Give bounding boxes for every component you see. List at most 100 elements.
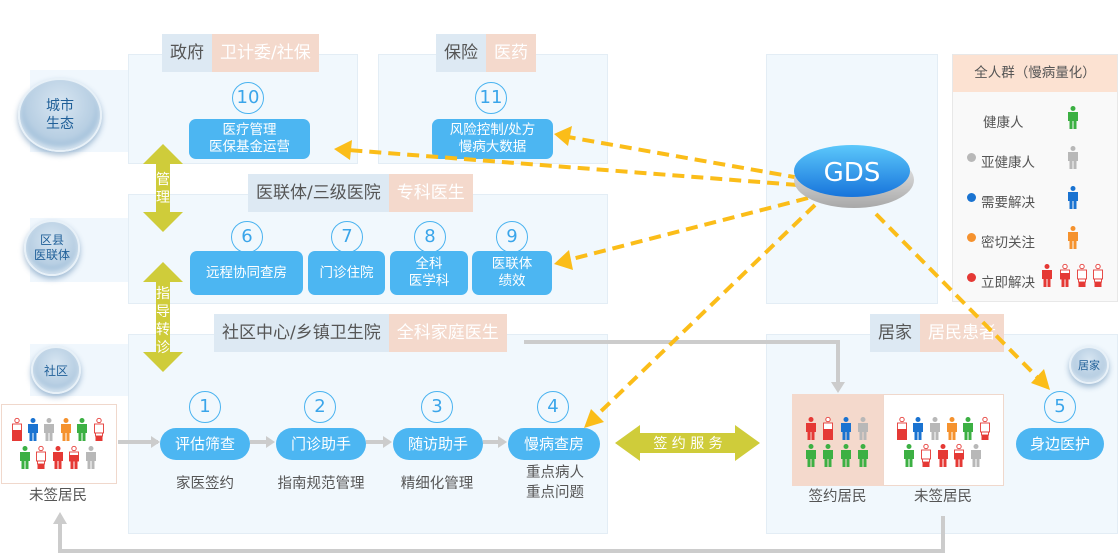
gds-dashed-links	[347, 135, 1042, 420]
person-figure-icon	[1068, 106, 1078, 129]
gds-link-community	[592, 203, 817, 420]
person-figure-icon	[20, 446, 30, 469]
gds-link-insurance	[567, 135, 801, 180]
legend-dot-icon	[967, 153, 976, 162]
arrowhead-icon	[383, 436, 392, 448]
gov-tab-secondary: 卫计委/社保	[212, 34, 319, 72]
gds-link-home	[874, 212, 1042, 382]
legend-label: 亚健康人	[981, 155, 1035, 171]
legend-item-subhealthy: 亚健康人	[953, 139, 1117, 179]
home-tab-primary: 居家	[870, 314, 920, 352]
level-city-badge: 城市 生态	[18, 78, 102, 152]
person-figure-icon	[1077, 263, 1087, 287]
sign-service-label: 签 约 服 务	[653, 435, 722, 452]
person-figure-icon	[53, 446, 63, 469]
insurance-function-line2: 慢病大数据	[458, 139, 527, 155]
hospital-tab-secondary: 专科医生	[388, 174, 473, 212]
level-county-badge: 区县 医联体	[24, 220, 80, 276]
gds-button[interactable]: GDS	[794, 145, 914, 208]
gov-function-line2: 医保基金运营	[209, 139, 290, 155]
signed-residents-box	[792, 394, 883, 486]
person-figure-icon	[913, 417, 923, 440]
step-number-4: 4	[537, 391, 569, 423]
gov-function-box[interactable]: 医疗管理 医保基金运营	[189, 119, 310, 159]
person-figure-icon	[86, 446, 96, 469]
person-figure-icon	[1068, 226, 1078, 249]
person-figure-icon	[1068, 186, 1078, 209]
person-figure-icon	[947, 417, 957, 440]
hospital-item-label: 门诊住院	[319, 264, 374, 281]
community-tab-secondary: 全科家庭医生	[388, 314, 507, 352]
hospital-outpatient-box[interactable]: 门诊住院	[308, 251, 385, 295]
hospital-remote-rounds-box[interactable]: 远程协同查房	[190, 251, 303, 295]
step-followup-assistant[interactable]: 随访助手	[393, 428, 483, 460]
gov-tab-primary: 政府	[162, 34, 212, 72]
hospital-item-label: 医联体	[491, 256, 533, 272]
legend-dot-icon	[967, 273, 976, 282]
community-tab-primary: 社区中心/乡镇卫生院	[214, 314, 389, 352]
arrowhead-icon	[498, 436, 507, 448]
legend-label: 健康人	[983, 115, 1024, 131]
grey-arrowheads	[53, 382, 845, 524]
legend-item-need-solve: 需要解决	[953, 179, 1117, 219]
arrowhead-icon	[151, 436, 160, 448]
unsigned-residents-box	[1, 404, 117, 484]
gds-link-gov	[347, 148, 799, 187]
legend-item-healthy: 健康人	[953, 99, 1117, 139]
olive-arrows	[143, 144, 760, 461]
legend-title: 全人群（慢病量化）	[953, 55, 1117, 92]
level-city-line2: 生态	[46, 116, 74, 132]
person-figures	[12, 106, 1103, 469]
hospital-tabs: 医联体/三级医院 专科医生	[248, 174, 473, 212]
person-figure-icon	[841, 417, 851, 440]
person-figure-icon	[36, 445, 46, 469]
person-figure-icon	[841, 444, 851, 467]
person-figure-icon	[938, 444, 948, 467]
legend-item-close-watch: 密切关注	[953, 219, 1117, 259]
person-figure-icon	[823, 416, 833, 440]
hospital-performance-box[interactable]: 医联体 绩效	[472, 251, 552, 295]
person-figure-icon	[1042, 264, 1052, 287]
person-figure-icon	[94, 417, 104, 441]
person-figure-icon	[980, 416, 990, 440]
arrowhead-icon	[554, 126, 572, 146]
hospital-item-label: 全科	[415, 256, 443, 272]
unsigned-residents-label: 未签居民	[29, 488, 87, 504]
arrowhead-icon	[334, 140, 352, 160]
step-chronic-rounds[interactable]: 慢病查房	[508, 428, 600, 460]
person-figure-icon	[921, 443, 931, 467]
hospital-item-label2: 医学科	[408, 273, 450, 289]
step-number-10: 10	[232, 82, 264, 114]
guide-label-1: 指	[156, 286, 170, 302]
person-figure-icon	[1093, 263, 1103, 287]
person-figure-icon	[971, 444, 981, 467]
gov-function-line1: 医疗管理	[222, 122, 277, 138]
insurance-function-line1: 风险控制/处方	[449, 122, 536, 138]
step-assessment-screening[interactable]: 评估筛查	[160, 428, 250, 460]
level-home-badge: 居家	[1069, 346, 1109, 384]
person-figure-icon	[858, 417, 868, 440]
guide-label-3: 转	[156, 322, 170, 338]
person-figure-icon	[28, 418, 38, 441]
level-county-line2: 医联体	[33, 248, 70, 262]
hospital-general-practice-box[interactable]: 全科 医学科	[390, 251, 468, 295]
legend-item-urgent: 立即解决	[953, 259, 1117, 299]
signed-residents-label: 签约居民	[808, 489, 867, 505]
arrowhead-icon	[554, 250, 573, 270]
nearby-care-button[interactable]: 身边医护	[1016, 428, 1104, 460]
step-outpatient-assistant[interactable]: 门诊助手	[276, 428, 366, 460]
gds-link-hospital	[567, 196, 809, 262]
orange-arrowheads	[334, 126, 1050, 428]
arrowhead-icon	[831, 382, 845, 393]
arrowhead-icon	[1031, 369, 1050, 390]
insurance-tab-secondary: 医药	[486, 34, 536, 72]
hospital-item-label: 远程协同查房	[206, 264, 287, 281]
insurance-tabs: 保险 医药	[436, 34, 536, 72]
person-figure-icon	[858, 444, 868, 467]
person-figure-icon	[904, 444, 914, 467]
legend-label: 需要解决	[981, 195, 1035, 211]
person-figure-icon	[1068, 146, 1078, 169]
insurance-function-box[interactable]: 风险控制/处方 慢病大数据	[432, 119, 553, 159]
level-county-line1: 区县	[39, 233, 64, 247]
